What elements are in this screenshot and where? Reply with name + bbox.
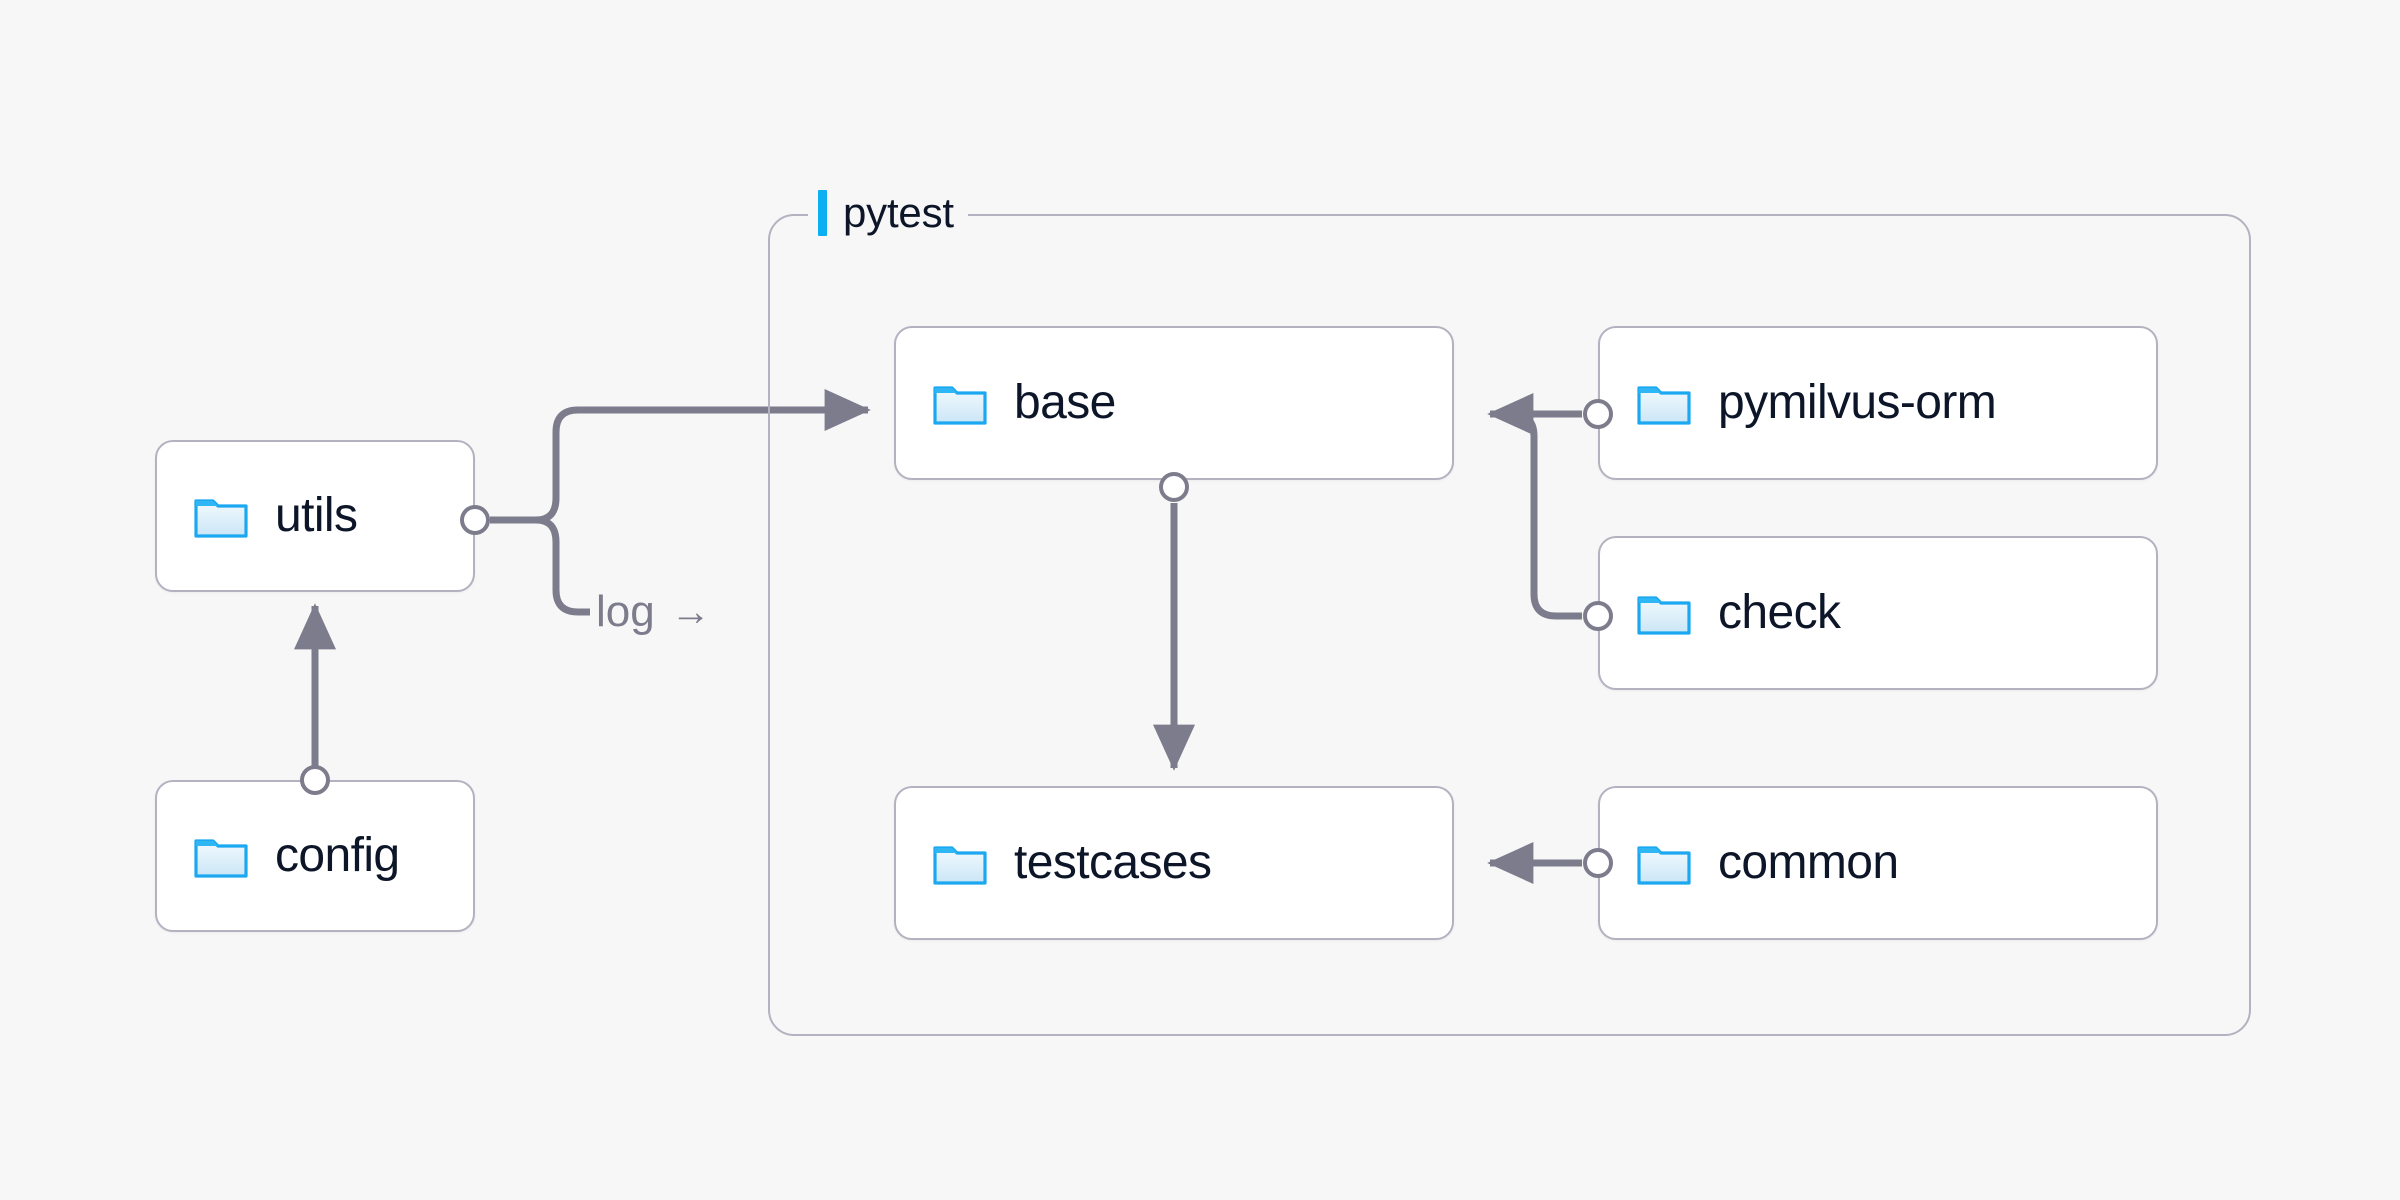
group-pytest[interactable]	[768, 214, 2251, 1036]
node-pymilvus-orm[interactable]: pymilvus-orm	[1598, 326, 2158, 480]
edge-check-base	[1494, 410, 1582, 620]
port-config-top[interactable]	[300, 765, 330, 795]
folder-icon	[194, 499, 248, 538]
edge-utils-base	[535, 389, 871, 524]
node-base[interactable]: base	[894, 326, 1454, 480]
folder-icon	[1637, 596, 1691, 635]
node-pymilvus-orm-content: pymilvus-orm	[1600, 376, 1997, 429]
node-utils[interactable]: utils	[155, 440, 475, 592]
node-check[interactable]: check	[1598, 536, 2158, 690]
port-base-bottom[interactable]	[1159, 472, 1189, 502]
node-check-content: check	[1600, 586, 1841, 639]
node-base-label: base	[1014, 376, 1116, 429]
node-testcases-label: testcases	[1014, 836, 1212, 889]
node-pymilvus-orm-label: pymilvus-orm	[1718, 376, 1997, 429]
arrow-right-icon: →	[670, 590, 711, 634]
folder-icon	[194, 839, 248, 878]
node-utils-label: utils	[275, 489, 358, 542]
node-config-label: config	[275, 829, 400, 882]
node-common-content: common	[1600, 836, 1899, 889]
node-common-label: common	[1718, 836, 1899, 889]
port-pymilvus-orm-left[interactable]	[1583, 399, 1613, 429]
node-testcases-content: testcases	[896, 836, 1212, 889]
folder-icon	[933, 386, 987, 425]
folder-icon	[1637, 846, 1691, 885]
group-accent-bar	[818, 190, 827, 236]
port-check-left[interactable]	[1583, 601, 1613, 631]
node-base-content: base	[896, 379, 1116, 427]
node-testcases[interactable]: testcases	[894, 786, 1454, 940]
port-utils-right[interactable]	[460, 505, 490, 535]
node-check-label: check	[1718, 586, 1841, 639]
node-config-content: config	[157, 832, 400, 880]
port-common-left[interactable]	[1583, 848, 1613, 878]
folder-icon	[1637, 386, 1691, 425]
folder-icon	[933, 846, 987, 885]
group-title: pytest	[843, 189, 954, 236]
edge-utils-log	[535, 516, 590, 616]
edge-label-log: log →	[596, 590, 711, 634]
edge-label-log-text: log	[596, 587, 655, 636]
group-pytest-label: pytest	[808, 190, 968, 236]
node-utils-content: utils	[157, 489, 358, 542]
node-common[interactable]: common	[1598, 786, 2158, 940]
node-config[interactable]: config	[155, 780, 475, 932]
